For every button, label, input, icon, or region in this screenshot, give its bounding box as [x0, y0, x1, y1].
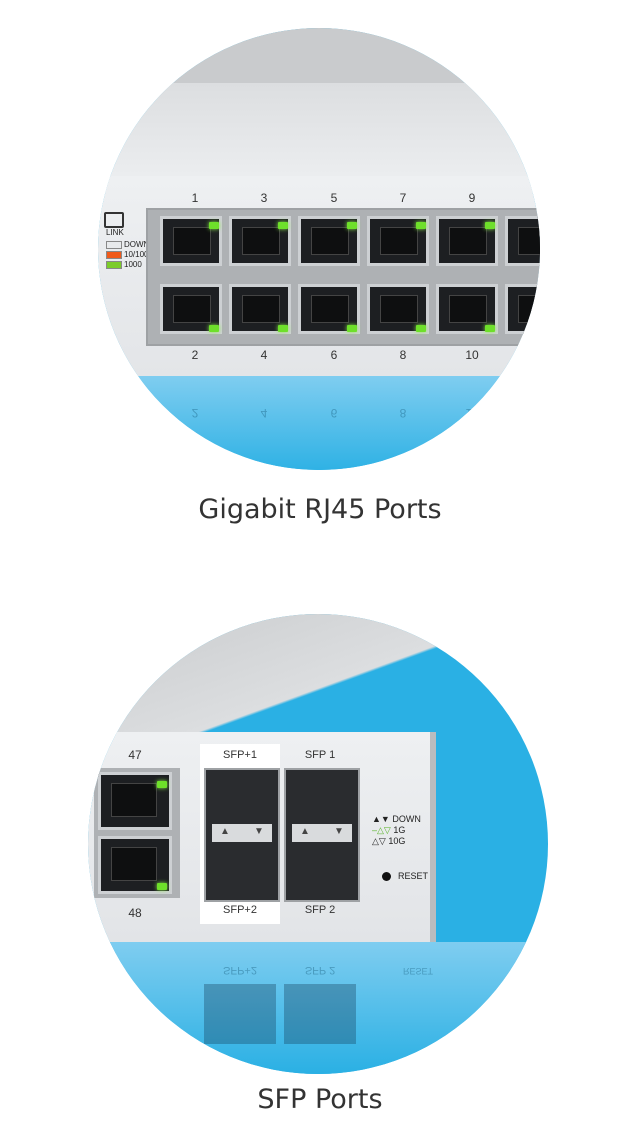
reflection [98, 376, 540, 470]
legend-swatch-10-100 [106, 251, 122, 259]
legend-swatch-1000 [106, 261, 122, 269]
sfp-legend: ▲▼ DOWN –△▽ 1G △▽ 10G [372, 814, 421, 846]
rj45-port [436, 216, 498, 266]
link-label: LINK [106, 228, 124, 237]
port-number: 7 [399, 191, 407, 205]
rj45-photo: LINK DOWN 10/100 1000 1 3 5 7 9 2 4 6 8 [98, 28, 540, 470]
reflected-labels: SFP+2 SFP 2 RESET [223, 964, 433, 976]
sfp-feature: SFP Ports [0, 580, 640, 1129]
legend-down: DOWN [124, 240, 150, 249]
up-arrow-icon: ▲ [220, 826, 230, 837]
down-arrow-icon: ▼ [334, 826, 344, 837]
port-number: 8 [399, 348, 407, 362]
rj45-port [160, 284, 222, 334]
sfp-label: SFP 2 [304, 904, 336, 916]
caption: Gigabit RJ45 Ports [198, 494, 442, 525]
rj45-port [505, 284, 540, 334]
legend-swatch-down [106, 241, 122, 249]
port-number: 10 [465, 348, 479, 362]
rj45-port [367, 216, 429, 266]
rj45-feature: LINK DOWN 10/100 1000 1 3 5 7 9 2 4 6 8 [0, 0, 640, 560]
port-number: 47 [128, 748, 142, 762]
reflection [88, 942, 548, 1074]
port-number: 6 [330, 348, 338, 362]
rj45-port [505, 216, 540, 266]
sfp-plus-label: SFP+2 [223, 904, 257, 916]
port-number: 2 [191, 348, 199, 362]
reset-label: RESET [398, 871, 429, 881]
rj45-port [298, 284, 360, 334]
port-number: 3 [260, 191, 268, 205]
rj45-port [367, 284, 429, 334]
up-arrow-icon: ▲ [300, 826, 310, 837]
legend-10-100: 10/100 [124, 250, 149, 259]
led-up-down-outline-icon: △▽ [372, 836, 386, 846]
led-up-down-icon: ▲▼ [372, 814, 390, 824]
sfp-photo: 47 48 SFP+1 SFP+2 SFP 1 SFP 2 ▲ ▼ ▲ ▼ ▲▼… [88, 614, 548, 1074]
sfp-label: SFP 1 [304, 749, 336, 761]
rj45-port [436, 284, 498, 334]
rj45-port [98, 772, 172, 830]
rj45-port [160, 216, 222, 266]
rj45-port [229, 216, 291, 266]
caption: SFP Ports [257, 1084, 383, 1115]
sfp-plus-label: SFP+1 [223, 749, 257, 761]
port-number: 48 [128, 906, 142, 920]
rj45-port [229, 284, 291, 334]
link-icon [104, 212, 124, 228]
port-number: 4 [260, 348, 268, 362]
port-number: 5 [330, 191, 338, 205]
sfp-cage: ▲ ▼ [284, 768, 360, 902]
rj45-port [298, 216, 360, 266]
reset-button [382, 872, 391, 881]
legend-1000: 1000 [124, 260, 142, 269]
port-number: 9 [468, 191, 476, 205]
reflected-numbers: 2 4 6 8 10 [191, 406, 479, 420]
port-number: 1 [191, 191, 199, 205]
sfp-plus-cage: ▲ ▼ [204, 768, 280, 902]
rj45-port [98, 836, 172, 894]
down-arrow-icon: ▼ [254, 826, 264, 837]
led-up-down-green-icon: –△▽ [372, 825, 391, 835]
